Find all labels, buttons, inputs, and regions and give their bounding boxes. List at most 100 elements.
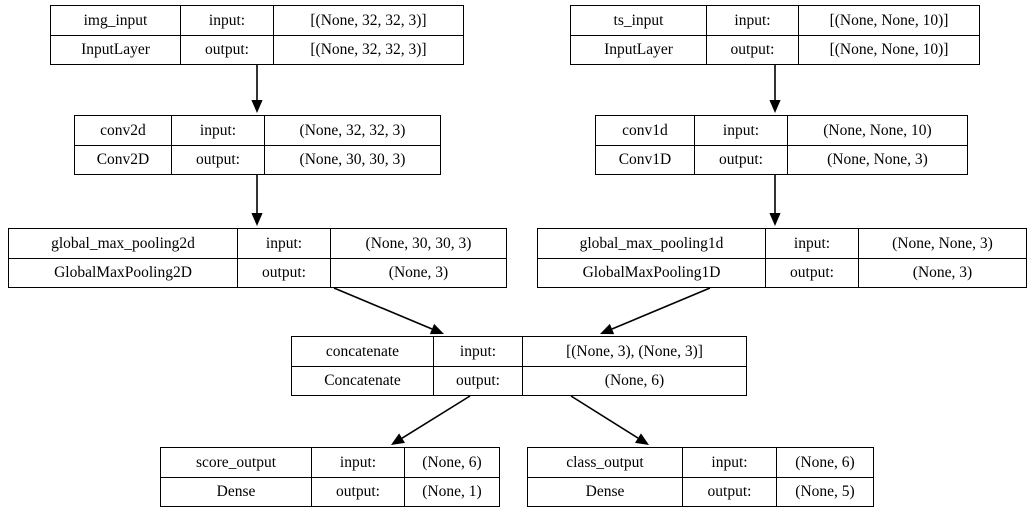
input-label-conv2d: input: <box>172 116 265 145</box>
input-label-concatenate: input: <box>434 337 523 366</box>
arrowhead-icon <box>251 100 263 113</box>
input-shape-ts_input: [(None, None, 10)] <box>829 11 949 29</box>
output-label-global_max_pooling2d: output: <box>238 258 331 287</box>
input-shape-score_output: (None, 6) <box>422 453 482 471</box>
output-shape-global_max_pooling1d: (None, 3) <box>912 264 973 281</box>
input-label-conv1d: input: <box>695 116 788 145</box>
output-label-concatenate: output: <box>434 366 523 395</box>
output-label-score_output: output: <box>312 477 405 506</box>
arrowhead-icon <box>429 323 444 335</box>
input-label-class_output: input: <box>683 448 777 477</box>
layer-class-class_output: Dense <box>528 477 683 506</box>
input-shape-conv2d: (None, 32, 32, 3) <box>299 121 406 139</box>
output-shape-ts_input: [(None, None, 10)] <box>829 41 949 58</box>
layer-name-conv2d: conv2d <box>75 116 172 145</box>
edge-line <box>401 395 471 439</box>
input-shape-concatenate: [(None, 3), (None, 3)] <box>566 342 703 360</box>
output-label-global_max_pooling1d: output: <box>766 258 859 287</box>
edge-conv2d-to-global_max_pooling2d <box>251 175 263 226</box>
output-label-conv2d: output: <box>172 145 265 174</box>
arrowhead-icon <box>769 213 781 226</box>
arrowhead-icon <box>769 100 781 113</box>
edge-global_max_pooling2d-to-concatenate <box>333 287 444 335</box>
layer-name-score_output: score_output <box>161 448 312 477</box>
layer-class-global_max_pooling2d: GlobalMaxPooling2D <box>9 258 238 287</box>
input-label-score_output: input: <box>312 448 405 477</box>
layer-name-global_max_pooling1d: global_max_pooling1d <box>538 229 766 258</box>
output-label-class_output: output: <box>683 477 777 506</box>
output-shape-conv2d: (None, 30, 30, 3) <box>299 151 406 168</box>
output-shape-global_max_pooling2d: (None, 3) <box>388 264 449 281</box>
layer-name-conv1d: conv1d <box>596 116 695 145</box>
output-label-img_input: output: <box>181 35 274 64</box>
edge-line <box>333 287 433 330</box>
output-shape-class_output: (None, 5) <box>795 483 855 500</box>
input-label-global_max_pooling2d: input: <box>238 229 331 258</box>
edge-concatenate-to-score_output <box>391 395 471 445</box>
input-label-ts_input: input: <box>707 6 799 35</box>
edge-img_input-to-conv2d <box>251 65 263 113</box>
edge-line <box>570 395 639 439</box>
output-label-ts_input: output: <box>707 35 799 64</box>
layer-class-conv2d: Conv2D <box>75 145 172 174</box>
layer-class-score_output: Dense <box>161 477 312 506</box>
input-label-global_max_pooling1d: input: <box>766 229 859 258</box>
output-shape-concatenate: (None, 6) <box>604 372 665 389</box>
edge-line <box>611 287 711 330</box>
edge-concatenate-to-class_output <box>570 395 649 445</box>
edge-ts_input-to-conv1d <box>769 65 781 113</box>
edge-global_max_pooling1d-to-concatenate <box>600 287 711 335</box>
output-shape-img_input: [(None, 32, 32, 3)] <box>310 41 427 58</box>
input-label-img_input: input: <box>181 6 274 35</box>
layer-class-concatenate: Concatenate <box>292 366 434 395</box>
output-label-conv1d: output: <box>695 145 788 174</box>
arrowhead-icon <box>635 433 649 445</box>
input-shape-conv1d: (None, None, 10) <box>823 121 932 139</box>
layer-name-img_input: img_input <box>51 6 181 35</box>
arrowhead-icon <box>600 323 615 335</box>
layer-class-ts_input: InputLayer <box>571 35 707 64</box>
arrowhead-icon <box>251 213 263 226</box>
layer-class-global_max_pooling1d: GlobalMaxPooling1D <box>538 258 766 287</box>
output-shape-score_output: (None, 1) <box>422 483 482 500</box>
input-shape-global_max_pooling2d: (None, 30, 30, 3) <box>365 234 472 252</box>
layer-name-class_output: class_output <box>528 448 683 477</box>
input-shape-class_output: (None, 6) <box>795 453 855 471</box>
arrowhead-icon <box>391 433 405 445</box>
layer-class-img_input: InputLayer <box>51 35 181 64</box>
edge-conv1d-to-global_max_pooling1d <box>769 175 781 226</box>
layer-name-global_max_pooling2d: global_max_pooling2d <box>9 229 238 258</box>
layer-name-concatenate: concatenate <box>292 337 434 366</box>
input-shape-img_input: [(None, 32, 32, 3)] <box>310 11 427 29</box>
layer-class-conv1d: Conv1D <box>596 145 695 174</box>
input-shape-global_max_pooling1d: (None, None, 3) <box>892 234 993 252</box>
